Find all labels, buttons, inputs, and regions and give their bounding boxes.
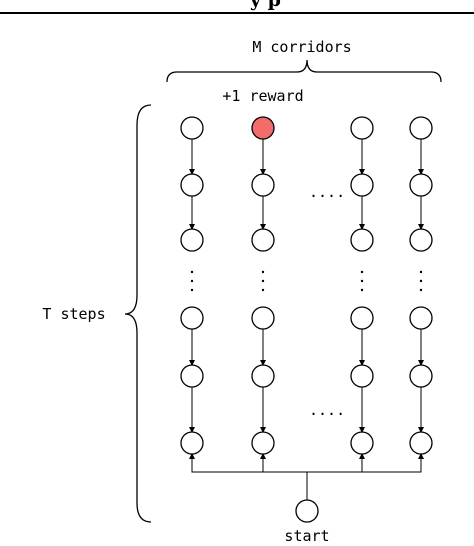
state-node <box>409 173 433 197</box>
start-connector <box>189 453 307 473</box>
state-node <box>251 431 275 455</box>
state-node <box>180 431 204 455</box>
left-brace <box>124 104 152 523</box>
left-label: T steps <box>42 305 105 323</box>
state-node <box>409 228 433 252</box>
vertical-ellipsis-dot <box>261 288 265 292</box>
vertical-ellipsis-dot <box>419 288 423 292</box>
nodes-layer <box>180 116 433 523</box>
edges-layer <box>189 134 424 500</box>
vertical-ellipsis-dot <box>419 279 423 283</box>
reward-node <box>251 116 275 140</box>
vertical-ellipsis-dot <box>190 270 194 274</box>
state-node <box>350 431 374 455</box>
state-node <box>180 228 204 252</box>
state-node <box>409 306 433 330</box>
start-node <box>295 499 319 523</box>
state-node <box>350 364 374 388</box>
state-node <box>180 173 204 197</box>
start-connector <box>307 453 365 473</box>
state-node <box>251 306 275 330</box>
state-node <box>409 431 433 455</box>
vertical-ellipsis-dot <box>360 270 364 274</box>
state-node <box>350 306 374 330</box>
start-connector <box>260 453 307 473</box>
state-node <box>180 364 204 388</box>
start-label: start <box>284 527 329 545</box>
vertical-ellipsis-dot <box>419 270 423 274</box>
state-node <box>251 228 275 252</box>
vertical-ellipsis-dot <box>261 270 265 274</box>
vertical-ellipsis-dot <box>190 279 194 283</box>
horizontal-ellipsis-lower: .... <box>309 401 345 419</box>
top-label: M corridors <box>252 38 351 56</box>
horizontal-ellipsis-upper: .... <box>309 183 345 201</box>
page-header-clip: y p <box>0 0 474 12</box>
page-header-text: y p <box>250 0 281 11</box>
start-connector <box>307 453 424 473</box>
state-node <box>180 116 204 140</box>
state-node <box>409 116 433 140</box>
vertical-ellipsis-layer <box>190 270 423 292</box>
state-node <box>350 116 374 140</box>
state-node <box>180 306 204 330</box>
state-node <box>350 228 374 252</box>
vertical-ellipsis-dot <box>261 279 265 283</box>
vertical-ellipsis-dot <box>360 288 364 292</box>
top-brace <box>166 59 442 83</box>
vertical-ellipsis-dot <box>360 279 364 283</box>
state-node <box>350 173 374 197</box>
state-node <box>251 173 275 197</box>
state-node <box>409 364 433 388</box>
vertical-ellipsis-dot <box>190 288 194 292</box>
reward-label: +1 reward <box>222 87 303 105</box>
state-node <box>251 364 275 388</box>
